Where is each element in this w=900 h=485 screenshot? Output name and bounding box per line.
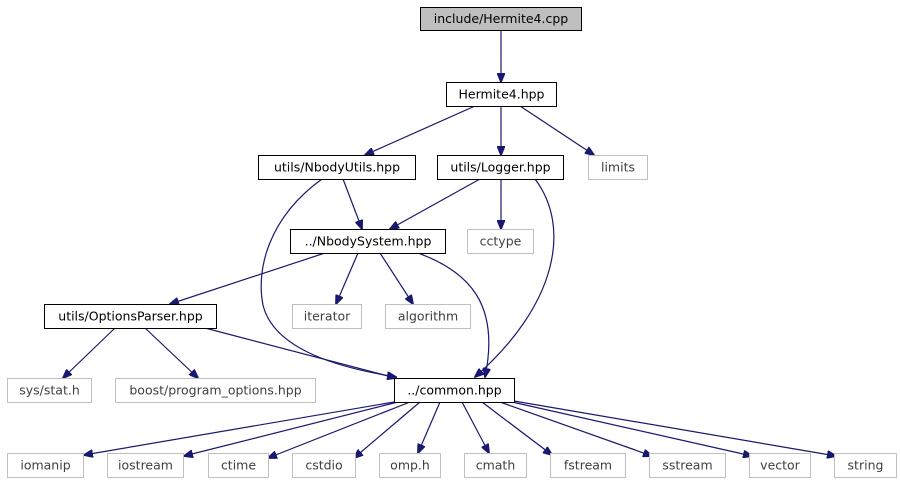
node-label: omp.h [390, 458, 430, 473]
edge-common-to-cmath [461, 401, 489, 453]
node-box [649, 453, 726, 478]
node-box [464, 453, 527, 478]
edge-common-to-vector [511, 401, 752, 456]
node-vector: vector [749, 453, 811, 478]
edge-logger-to-nbodysystem [390, 178, 481, 229]
node-label: utils/NbodyUtils.hpp [274, 160, 400, 175]
node-logger[interactable]: utils/Logger.hpp [437, 155, 564, 180]
node-string: string [834, 453, 897, 478]
edge-common-to-cstdio [354, 401, 421, 458]
edge-common-to-string [513, 400, 836, 456]
edge-optionsparser-to-common [204, 327, 396, 378]
node-box [550, 453, 626, 478]
node-label: iostream [118, 458, 173, 473]
edge-optionsparser-to-boostpo [144, 327, 198, 378]
node-box [394, 378, 515, 403]
edge-nbodysystem-to-common [417, 252, 489, 377]
node-box [44, 304, 217, 329]
edges-layer [63, 30, 836, 458]
edge-hermite-to-limits [519, 105, 594, 155]
node-label: ../NbodySystem.hpp [305, 234, 432, 249]
node-box [107, 453, 184, 478]
node-label: cctype [480, 234, 522, 249]
node-box [208, 453, 269, 478]
node-label: limits [601, 160, 635, 175]
node-label: utils/OptionsParser.hpp [58, 309, 203, 324]
node-box [420, 7, 582, 31]
node-label: ../common.hpp [407, 383, 501, 398]
node-box [446, 82, 557, 107]
node-nbodyutils[interactable]: utils/NbodyUtils.hpp [258, 155, 416, 180]
node-label: boost/program_options.hpp [129, 383, 301, 398]
edge-nbodysystem-to-optionsparser [170, 252, 326, 304]
node-box [7, 378, 92, 403]
edge-logger-to-common [475, 178, 555, 377]
node-label: sys/stat.h [19, 383, 80, 398]
node-cstdio: cstdio [292, 453, 356, 478]
node-iomanip: iomanip [7, 453, 84, 478]
node-label: iterator [304, 309, 351, 324]
edge-common-to-fstream [481, 401, 552, 455]
node-label: cstdio [305, 458, 342, 473]
node-cmath: cmath [464, 453, 527, 478]
node-iostream: iostream [107, 453, 184, 478]
node-algorithm: algorithm [385, 304, 471, 329]
node-label: utils/Logger.hpp [450, 160, 550, 175]
edge-optionsparser-to-sysstat [63, 327, 116, 378]
node-label: vector [760, 458, 801, 473]
node-ctime: ctime [208, 453, 269, 478]
node-limits: limits [588, 155, 648, 180]
node-box [749, 453, 811, 478]
node-cctype: cctype [467, 229, 534, 254]
edge-nbodyutils-to-nbodysystem [342, 178, 362, 229]
node-root: include/Hermite4.cpp [420, 7, 582, 31]
node-label: cmath [476, 458, 516, 473]
edge-nbodysystem-to-iterator [336, 252, 359, 304]
node-box [437, 155, 564, 180]
node-nbodysystem[interactable]: ../NbodySystem.hpp [290, 229, 446, 254]
edge-common-to-iostream [184, 401, 399, 456]
node-label: include/Hermite4.cpp [434, 11, 568, 26]
node-iterator: iterator [292, 304, 362, 329]
node-box [588, 155, 648, 180]
edge-common-to-sstream [499, 401, 652, 456]
node-label: ctime [221, 458, 256, 473]
edge-nbodyutils-to-common [260, 178, 396, 377]
node-box [292, 453, 356, 478]
edge-hermite-to-nbodyutils [365, 105, 476, 155]
node-common[interactable]: ../common.hpp [394, 378, 515, 403]
node-box [290, 229, 446, 254]
node-boostpo: boost/program_options.hpp [115, 378, 316, 403]
node-box [834, 453, 897, 478]
node-fstream: fstream [550, 453, 626, 478]
edge-common-to-omph [418, 401, 441, 453]
edge-common-to-ctime [268, 401, 411, 458]
node-label: fstream [564, 458, 612, 473]
node-label: Hermite4.hpp [459, 87, 545, 102]
node-box [292, 304, 362, 329]
node-box [379, 453, 441, 478]
node-omph: omp.h [379, 453, 441, 478]
edge-nbodysystem-to-algorithm [379, 252, 413, 304]
node-label: iomanip [20, 458, 70, 473]
node-box [258, 155, 416, 180]
node-box [7, 453, 84, 478]
node-sysstat: sys/stat.h [7, 378, 92, 403]
node-label: sstream [662, 458, 712, 473]
node-sstream: sstream [649, 453, 726, 478]
node-label: string [848, 458, 884, 473]
edge-common-to-iomanip [84, 401, 395, 455]
node-box [115, 378, 316, 403]
node-hermite[interactable]: Hermite4.hpp [446, 82, 557, 107]
node-box [467, 229, 534, 254]
node-label: algorithm [398, 309, 458, 324]
node-optionsparser[interactable]: utils/OptionsParser.hpp [44, 304, 217, 329]
node-box [385, 304, 471, 329]
